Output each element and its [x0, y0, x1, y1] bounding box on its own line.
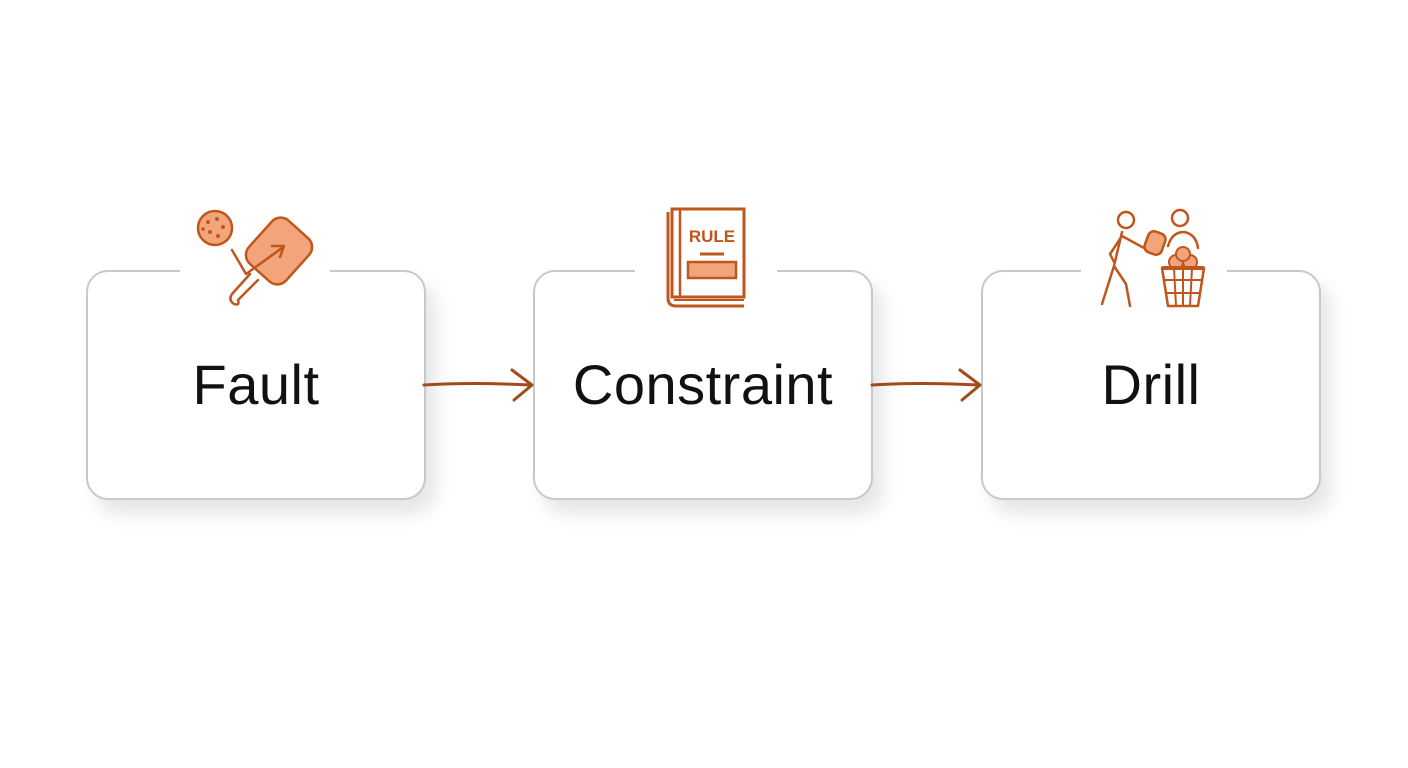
flow-arrow-2 — [870, 368, 982, 402]
card-border-gap — [1081, 266, 1227, 276]
step-card-drill: Drill — [981, 266, 1321, 500]
step-card-fault: Fault — [86, 266, 426, 500]
step-label-fault: Fault — [192, 353, 320, 416]
step-label-drill: Drill — [1101, 353, 1201, 416]
rule-book-icon: RULE — [666, 207, 746, 308]
pickleball-paddle-icon — [196, 209, 314, 306]
card-border-gap — [180, 266, 330, 276]
flow-arrow-1 — [422, 368, 534, 402]
players-ball-basket-icon — [1100, 208, 1206, 308]
rule-book-text: RULE — [689, 227, 735, 246]
step-label-constraint: Constraint — [572, 353, 834, 416]
